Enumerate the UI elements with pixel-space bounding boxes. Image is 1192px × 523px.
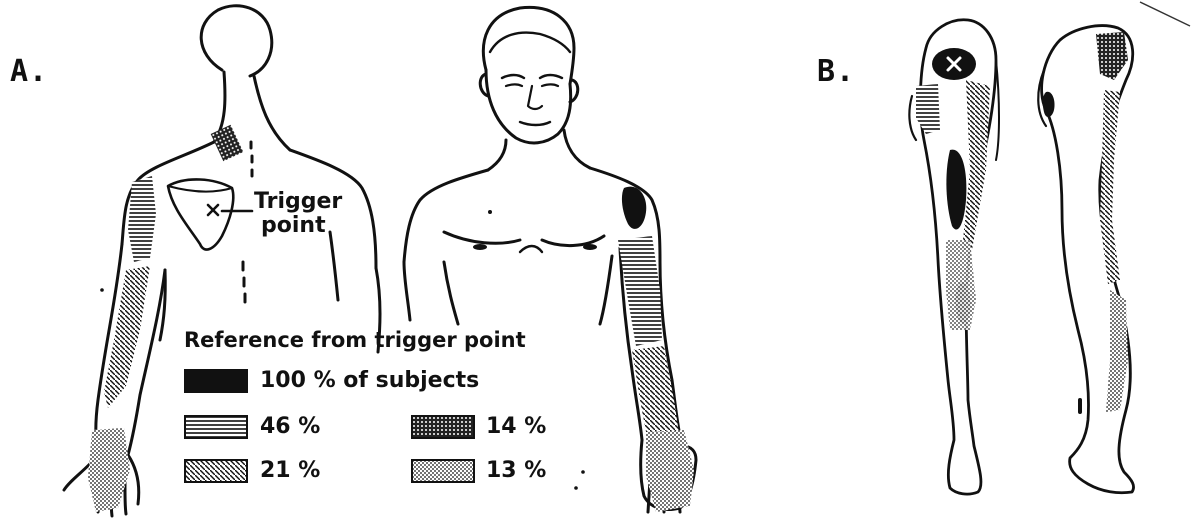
front-hand-dot-zone	[646, 430, 694, 512]
swatch-solid	[185, 370, 247, 392]
swatch-light	[412, 460, 474, 482]
leg-front-shin-zone	[946, 240, 976, 330]
leg-front-lateral-zone	[962, 80, 990, 250]
legend-title: Reference from trigger point	[184, 328, 526, 352]
leg-side-hip-zone	[1096, 32, 1128, 80]
leg-front-thigh-solid	[946, 150, 966, 230]
leg-side-shin-zone	[1106, 290, 1128, 412]
leg-side-thigh-zone	[1100, 90, 1120, 284]
panel-a-label: A.	[10, 54, 48, 89]
spine-marks	[243, 142, 252, 302]
swatch-dense	[412, 416, 474, 438]
corner-stroke	[1140, 2, 1190, 26]
legend-item-horizontal: 46 %	[260, 414, 320, 439]
trigger-point-label-line2: point	[261, 214, 326, 238]
neck-pain-area	[211, 125, 244, 161]
leg-side-buttock-solid	[1043, 92, 1055, 117]
legend-item-dense-dots: 14 %	[486, 414, 546, 439]
swatch-horiz	[185, 416, 247, 438]
front-shoulder-horiz-zone	[618, 236, 662, 346]
legend-item-diagonal: 21 %	[260, 458, 320, 483]
panel-b-label: B.	[817, 54, 855, 89]
front-shoulder-solid-zone	[622, 187, 646, 229]
leg-front-hip-zone	[916, 84, 940, 134]
swatch-diag	[185, 460, 247, 482]
legend-item-light-dots: 13 %	[486, 458, 546, 483]
trigger-point-label-line1: Trigger	[254, 190, 342, 214]
back-shoulder-zone	[128, 176, 156, 262]
legend-item-solid: 100 % of subjects	[260, 368, 479, 393]
